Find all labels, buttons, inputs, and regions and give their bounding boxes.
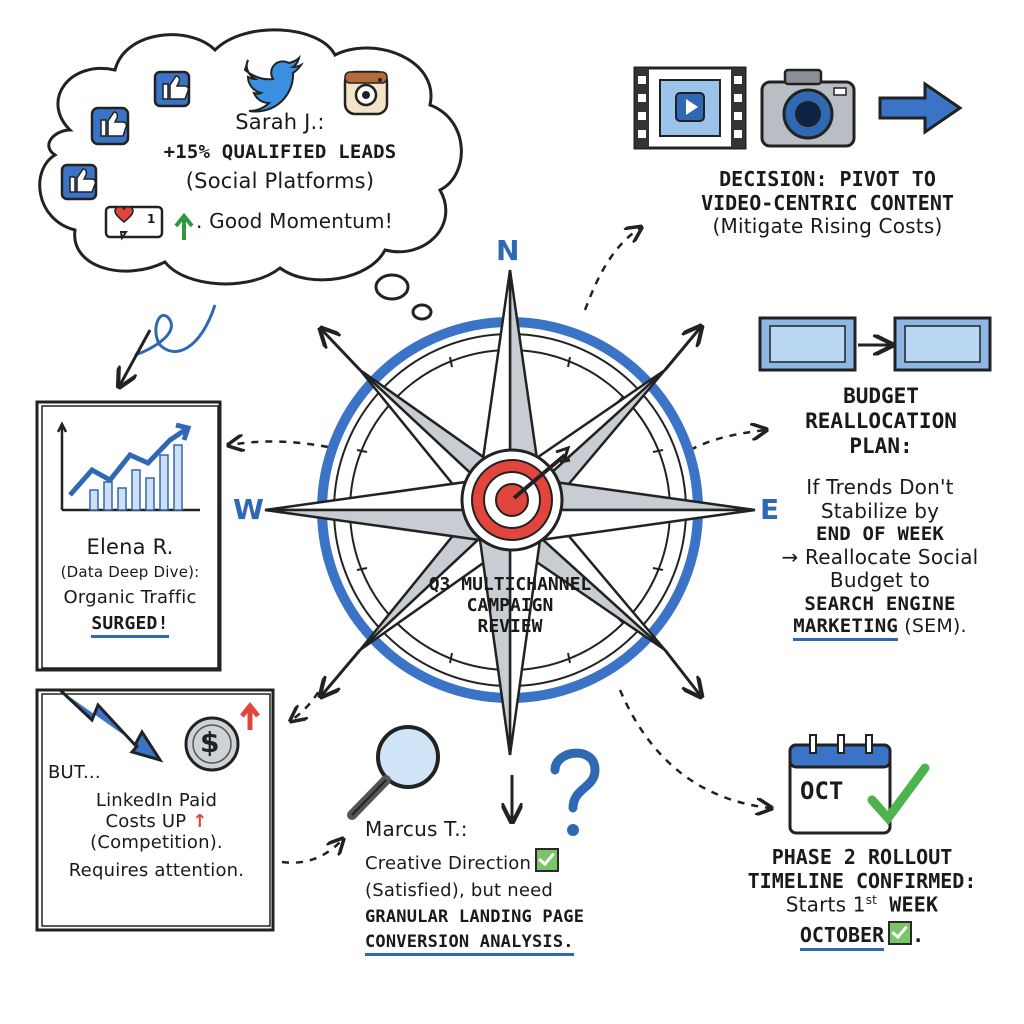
sarah-source: (Social Platforms): [185, 169, 375, 194]
elena-name: Elena R.: [86, 535, 174, 559]
magnifier-icon: [347, 725, 440, 820]
compass-north-label: N: [496, 234, 520, 267]
budget-deadline: END OF WEEK: [815, 523, 945, 546]
marcus-line: (Satisfied), but need: [365, 879, 554, 901]
linkedin-line: (Competition).: [90, 832, 223, 854]
linkedin-line: Requires attention.: [68, 859, 245, 881]
screen-transfer-icon: [758, 316, 992, 372]
connector-to-linkedin: [292, 679, 327, 720]
compass-east-label: E: [760, 493, 780, 526]
phase2-sup: st: [865, 893, 878, 908]
twitter-icon: [243, 54, 304, 113]
elena-box: [35, 400, 222, 672]
connector-to-phase2: [618, 689, 770, 808]
budget-line: BUDGET: [843, 384, 919, 408]
checkmark-icon: [535, 847, 560, 872]
growth-chart-icon: [56, 421, 200, 512]
question-mark-icon: [550, 748, 600, 836]
film-strip-icon: [633, 66, 747, 150]
center-title: Q3 MULTICHANNEL CAMPAIGN REVIEW: [400, 574, 620, 638]
sarah-metric: +15% QUALIFIED LEADS: [163, 140, 397, 163]
budget-target: SEARCH ENGINE: [804, 592, 956, 615]
phase2-line: PHASE 2 ROLLOUT: [771, 845, 953, 869]
budget-target: MARKETING: [793, 615, 898, 642]
connector-to-budget: [689, 430, 765, 452]
notification-count: 1: [147, 212, 156, 226]
connector-to-decision: [583, 228, 640, 311]
thumbs-up-icon: [90, 106, 130, 146]
budget-details: If Trends Don't Stabilize by END OF WEEK…: [746, 475, 1014, 642]
sarah-name: Sarah J.:: [235, 110, 325, 134]
dollar-coin-icon: [184, 701, 260, 772]
heart-notification-icon: [104, 205, 164, 241]
calendar-icon: [788, 734, 892, 835]
budget-line: PLAN:: [849, 433, 913, 458]
linkedin-but: BUT...: [48, 762, 101, 783]
connector-arrow: [120, 329, 152, 385]
connector-squiggle: [134, 304, 217, 357]
up-arrow-icon: [174, 212, 194, 240]
linkedin-note: LinkedIn Paid Costs UP ↑ (Competition). …: [44, 790, 269, 881]
compass-west-label: W: [233, 493, 264, 526]
down-trend-arrow-icon: [58, 688, 164, 763]
target-icon: [460, 445, 571, 552]
sarah-momentum: . Good Momentum!: [196, 209, 393, 233]
phase2-line: Starts 1: [785, 892, 866, 917]
instagram-icon: [343, 70, 389, 116]
calendar-label: OCT: [800, 777, 844, 805]
marcus-highlight: CONVERSION ANALYSIS.: [365, 932, 574, 957]
phase2-highlight: OCTOBER: [799, 923, 885, 952]
linkedin-line: LinkedIn Paid: [95, 790, 218, 811]
connector-to-elena: [230, 441, 329, 447]
linkedin-line: Costs UP: [105, 811, 187, 833]
budget-line: REALLOCATION: [805, 408, 957, 433]
budget-line: Budget to: [829, 568, 931, 593]
marcus-line: GRANULAR LANDING PAGE: [365, 907, 585, 928]
marcus-line: Creative Direction: [365, 852, 532, 874]
right-arrow-icon: [878, 81, 963, 135]
thumbs-up-icon: [153, 70, 191, 108]
checkmark-icon: [888, 921, 913, 946]
center-title-line: CAMPAIGN: [466, 595, 554, 617]
budget-line: If Trends Don't: [806, 475, 954, 499]
decision-note: DECISION: PIVOT TO VIDEO-CENTRIC CONTENT…: [655, 167, 1000, 239]
connector-linkedin-marcus: [281, 840, 342, 864]
elena-note: Elena R. (Data Deep Dive): Organic Traff…: [44, 535, 216, 638]
phase2-line: TIMELINE CONFIRMED:: [747, 868, 977, 893]
elena-sub: (Data Deep Dive):: [60, 562, 200, 581]
camera-icon: [760, 68, 856, 148]
budget-line: → Reallocate Social: [781, 544, 979, 569]
decision-line: VIDEO-CENTRIC CONTENT: [701, 190, 954, 215]
center-title-line: REVIEW: [477, 616, 543, 638]
decision-line: DECISION: PIVOT TO: [719, 167, 936, 191]
center-title-line: Q3 MULTICHANNEL: [428, 574, 592, 595]
dollar-symbol: $: [200, 726, 220, 759]
marcus-name: Marcus T.:: [365, 817, 468, 841]
elena-line: Organic Traffic: [63, 587, 197, 609]
marcus-note: Marcus T.: Creative Direction (Satisfied…: [365, 817, 585, 957]
up-arrow-icon: ↑: [192, 811, 208, 833]
thumbs-up-icon: [60, 163, 98, 201]
elena-highlight: SURGED!: [91, 612, 169, 638]
sarah-note: Sarah J.: +15% QUALIFIED LEADS (Social P…: [140, 110, 420, 194]
budget-line: Stabilize by: [820, 498, 940, 523]
phase2-note: PHASE 2 ROLLOUT TIMELINE CONFIRMED: Star…: [722, 845, 1002, 952]
checkmark-icon: [867, 763, 930, 826]
phase2-line: .: [912, 923, 925, 948]
budget-plan: BUDGET REALLOCATION PLAN:: [770, 384, 992, 458]
decision-subline: (Mitigate Rising Costs): [712, 214, 943, 239]
budget-line: (SEM).: [898, 615, 967, 638]
phase2-line: WEEK: [877, 892, 939, 917]
